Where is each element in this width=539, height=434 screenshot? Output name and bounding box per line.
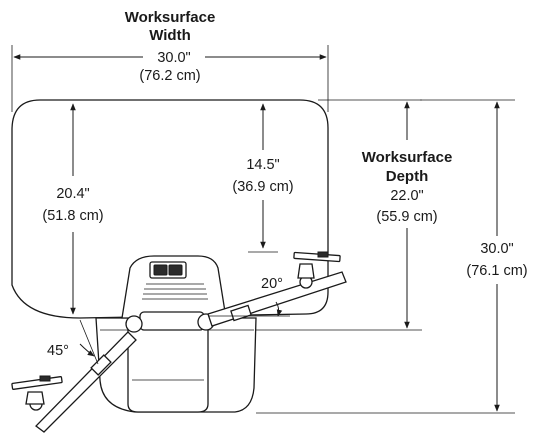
- angle-right-label: 20°: [261, 276, 283, 292]
- width-dimension: [11, 45, 329, 112]
- overall-depth-dimension: [256, 99, 515, 414]
- worksurface-outline: [11, 99, 329, 319]
- center-reach-cm: (36.9 cm): [232, 179, 293, 195]
- angle-left-indicator: [79, 319, 99, 365]
- overall-depth-cm: (76.1 cm): [466, 263, 527, 279]
- left-reach-inches: 20.4": [56, 186, 89, 202]
- chair-base: [95, 255, 257, 413]
- depth-title-line1: Worksurface: [362, 149, 453, 166]
- center-reach-inches: 14.5": [246, 157, 279, 173]
- width-inches: 30.0": [157, 50, 190, 66]
- depth-title-line2: Depth: [386, 168, 429, 185]
- center-reach-dimension: [248, 103, 278, 253]
- depth-inches: 22.0": [390, 188, 423, 204]
- angle-right-indicator: [208, 301, 290, 317]
- left-reach-cm: (51.8 cm): [42, 208, 103, 224]
- arm-left: [11, 331, 137, 433]
- width-title-line1: Worksurface: [125, 9, 216, 26]
- overall-depth-inches: 30.0": [480, 241, 513, 257]
- width-title-line2: Width: [149, 27, 191, 44]
- width-cm: (76.2 cm): [139, 68, 200, 84]
- depth-cm: (55.9 cm): [376, 209, 437, 225]
- angle-left-label: 45°: [47, 343, 69, 359]
- depth-dimension: [256, 99, 422, 331]
